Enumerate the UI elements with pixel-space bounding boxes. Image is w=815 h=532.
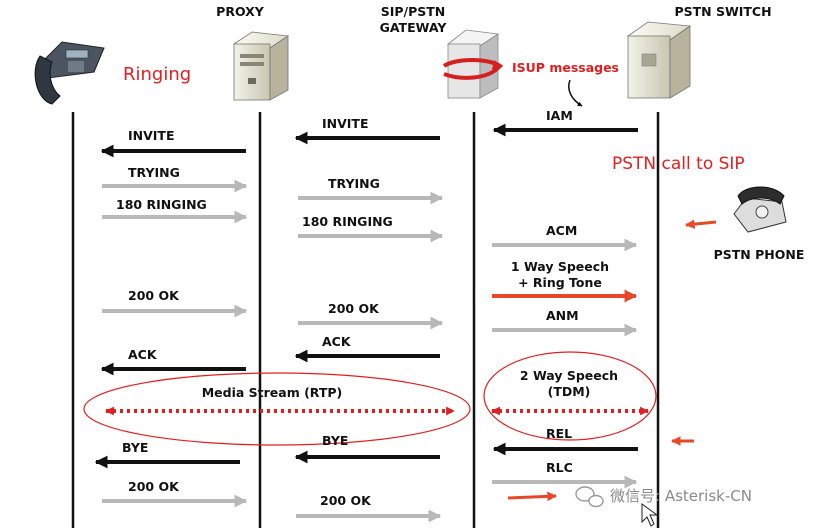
gateway-header-line1: SIP/PSTN xyxy=(381,4,446,19)
pstn-to-sip-annotation: PSTN call to SIP xyxy=(612,154,745,174)
two-way-speech-label-2: (TDM) xyxy=(548,384,591,399)
trying-label-mid: TRYING xyxy=(328,176,380,191)
media-stream-label: Media Stream (RTP) xyxy=(202,385,343,400)
rlc-label: RLC xyxy=(546,460,573,475)
two-way-speech-label-1: 2 Way Speech xyxy=(520,368,618,383)
pstn-switch-icon xyxy=(626,21,692,99)
proxy-server-icon xyxy=(232,31,290,101)
anm-label: ANM xyxy=(546,308,579,323)
rlc-indicator-arrow xyxy=(507,491,557,502)
ack-label-left: ACK xyxy=(128,347,158,362)
ringing-label-mid: 180 RINGING xyxy=(302,214,393,229)
ok200-label-mid: 200 OK xyxy=(328,301,380,316)
media-stream-ellipse xyxy=(83,372,471,446)
wechat-icon xyxy=(575,486,604,508)
ok200-label-left: 200 OK xyxy=(128,288,180,303)
one-way-speech-label-1: 1 Way Speech xyxy=(511,259,609,274)
gateway-header-line2: GATEWAY xyxy=(380,20,448,35)
iam-label: IAM xyxy=(546,108,573,123)
ringing-annotation: Ringing xyxy=(123,64,191,85)
acm-label: ACM xyxy=(546,223,577,238)
trying-label-left: TRYING xyxy=(128,165,180,180)
ack-label-mid: ACK xyxy=(322,334,352,349)
one-way-speech-label-2: + Ring Tone xyxy=(518,275,602,290)
sip-phone-icon xyxy=(34,41,105,105)
cursor-icon xyxy=(641,503,659,527)
two-way-speech-ellipse xyxy=(483,351,657,441)
ringing-label-left: 180 RINGING xyxy=(116,197,207,212)
rel-label: REL xyxy=(546,426,572,441)
isup-annotation: ISUP messages xyxy=(512,60,619,75)
invite-label-left: INVITE xyxy=(128,128,175,143)
invite-label-mid: INVITE xyxy=(322,116,369,131)
watermark-text: 微信号: Asterisk-CN xyxy=(610,487,752,505)
pstn-phone-icon xyxy=(733,186,787,233)
pstn-phone-label: PSTN PHONE xyxy=(714,247,805,262)
proxy-header: PROXY xyxy=(216,4,265,19)
pstn-phone-to-switch-arrow xyxy=(685,219,717,229)
pstn-switch-header: PSTN SWITCH xyxy=(674,4,771,19)
ok200b-label-left: 200 OK xyxy=(128,479,180,494)
bye-label-mid: BYE xyxy=(322,433,348,448)
gateway-server-icon xyxy=(442,29,503,99)
ok200b-label-mid: 200 OK xyxy=(320,493,372,508)
isup-pointer-arrow xyxy=(568,79,583,107)
bye-label-left: BYE xyxy=(122,440,148,455)
